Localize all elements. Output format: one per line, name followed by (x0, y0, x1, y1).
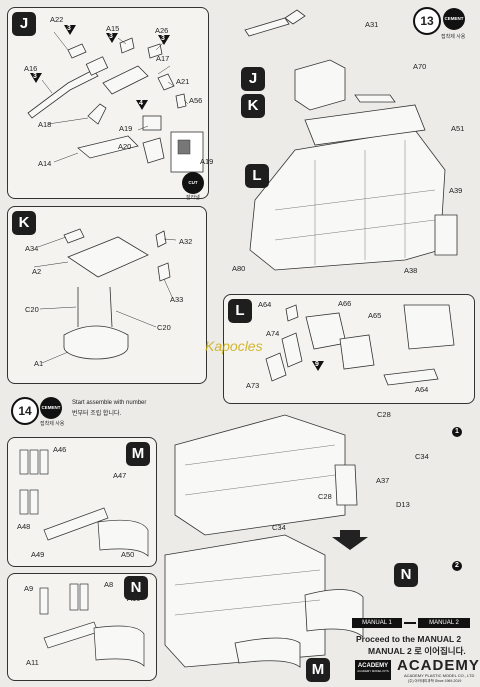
proceed-text-en: Proceed to the MANUAL 2 (356, 634, 462, 644)
step-number-14: 14 (11, 397, 39, 425)
academy-brand: ACADEMY (397, 657, 480, 674)
cut-note: 잘라냄 (186, 195, 200, 201)
panel-j: J (7, 7, 213, 201)
manual-2-tag: MANUAL 2 (418, 618, 470, 628)
l-assembly-drawing (265, 304, 455, 386)
part-label: C28 (318, 492, 332, 501)
j-assembly-drawing (27, 31, 204, 173)
part-label: C28 (377, 410, 391, 419)
part-label: A15 (106, 24, 120, 33)
section-badge-k: K (12, 211, 36, 235)
section-badge-m: M (306, 658, 330, 682)
part-label: A46 (53, 445, 67, 454)
step-number-13: 13 (413, 7, 441, 35)
part-label: A17 (156, 54, 170, 63)
part-label: A74 (266, 329, 280, 338)
step-triangle: 3 (64, 25, 76, 35)
part-label: A70 (413, 62, 427, 71)
part-label: A80 (232, 264, 246, 273)
instruction-ko: 번부터 조립 합니다. (72, 411, 122, 417)
part-label: A22 (50, 15, 64, 24)
n-assembly-drawing (39, 583, 145, 667)
part-label: A51 (451, 124, 465, 133)
part-label: A73 (246, 381, 260, 390)
part-label: A1 (34, 359, 44, 368)
manual-1-tag: MANUAL 1 (352, 618, 402, 628)
academy-small-logo: ACADEMY ACADEMY MODEL KITS (355, 660, 391, 680)
part-label: A10 (127, 594, 141, 603)
section-badge-j: J (241, 67, 265, 91)
part-label: A18 (38, 120, 52, 129)
part-label: A33 (170, 295, 184, 304)
part-label: A38 (404, 266, 418, 275)
cement-icon: CEMENT (443, 8, 465, 30)
section-badge-m: M (126, 442, 150, 466)
panel-k: K A34 A32 A2 A33 C20 C20 A1 (7, 206, 207, 384)
proceed-text-ko: MANUAL 2 로 이어집니다. (368, 646, 466, 656)
sub-step-1-marker: 1 (452, 427, 462, 437)
part-label: C20 (25, 305, 39, 314)
step-triangle: 3 (30, 73, 42, 83)
m-assembly-drawing (19, 449, 149, 557)
cement-note: 접착제 사용 (441, 34, 466, 40)
section-badge-n: N (394, 563, 418, 587)
step-triangle: 3 (158, 35, 170, 45)
part-label: A9 (24, 584, 34, 593)
part-label: C34 (272, 523, 286, 532)
section-badge-l: L (228, 299, 252, 323)
step-triangle: 4 (136, 100, 148, 110)
part-label: C20 (157, 323, 171, 332)
section-badge-j: J (12, 12, 36, 36)
part-label: A16 (24, 64, 38, 73)
panel-l: L A64 A66 A65 A74 A73 A64 9 (223, 294, 475, 404)
k-assembly-drawing (33, 228, 177, 364)
part-label: A47 (113, 471, 127, 480)
cement-note: 접착제 사용 (40, 421, 65, 427)
part-label: A56 (189, 96, 203, 105)
part-label: A37 (376, 476, 390, 485)
cut-icon: CUT (182, 172, 204, 194)
part-label: A8 (104, 580, 114, 589)
part-label: A64 (258, 300, 272, 309)
part-label: A32 (179, 237, 193, 246)
manual-bar: MANUAL 1 MANUAL 2 (352, 618, 470, 630)
part-label: A20 (118, 142, 132, 151)
hull-drawing-13 (244, 9, 458, 271)
part-label: A19 (200, 157, 214, 166)
manual-arrow (404, 622, 416, 624)
part-label: A21 (176, 77, 190, 86)
part-label: A49 (31, 550, 45, 559)
hull-drawing-14 (164, 414, 368, 668)
step-triangle: 3 (106, 33, 118, 43)
part-label: A26 (155, 26, 169, 35)
cement-icon: CEMENT (40, 397, 62, 419)
panel-m: M A46 A47 A48 A49 A50 (7, 437, 157, 567)
academy-brand-sub: ACADEMY PLASTIC MODEL CO., LTD (404, 673, 475, 678)
part-label: A66 (338, 299, 352, 308)
part-label: C34 (415, 452, 429, 461)
step-triangle: 9 (312, 361, 324, 371)
part-label: A34 (25, 244, 39, 253)
part-label: A64 (415, 385, 429, 394)
part-label: A19 (119, 124, 133, 133)
part-label: A50 (121, 550, 135, 559)
part-label: A11 (26, 658, 39, 667)
academy-brand-sub2: (주) 아카데미과학 Since 1969-2019 (408, 679, 462, 683)
part-label: A31 (365, 20, 379, 29)
instruction-en: Start assemble with number (72, 400, 147, 406)
section-badge-l: L (245, 164, 269, 188)
part-label: A48 (17, 522, 31, 531)
part-label: A39 (449, 186, 463, 195)
watermark: Kapocles (205, 338, 263, 354)
sub-step-2-marker: 2 (452, 561, 462, 571)
panel-n: N A9 A8 A10 A11 (7, 573, 157, 681)
part-label: A2 (32, 267, 42, 276)
part-label: A65 (368, 311, 382, 320)
section-badge-n: N (124, 576, 148, 600)
part-label: D13 (396, 500, 410, 509)
part-label: A14 (38, 159, 52, 168)
section-badge-k: K (241, 94, 265, 118)
